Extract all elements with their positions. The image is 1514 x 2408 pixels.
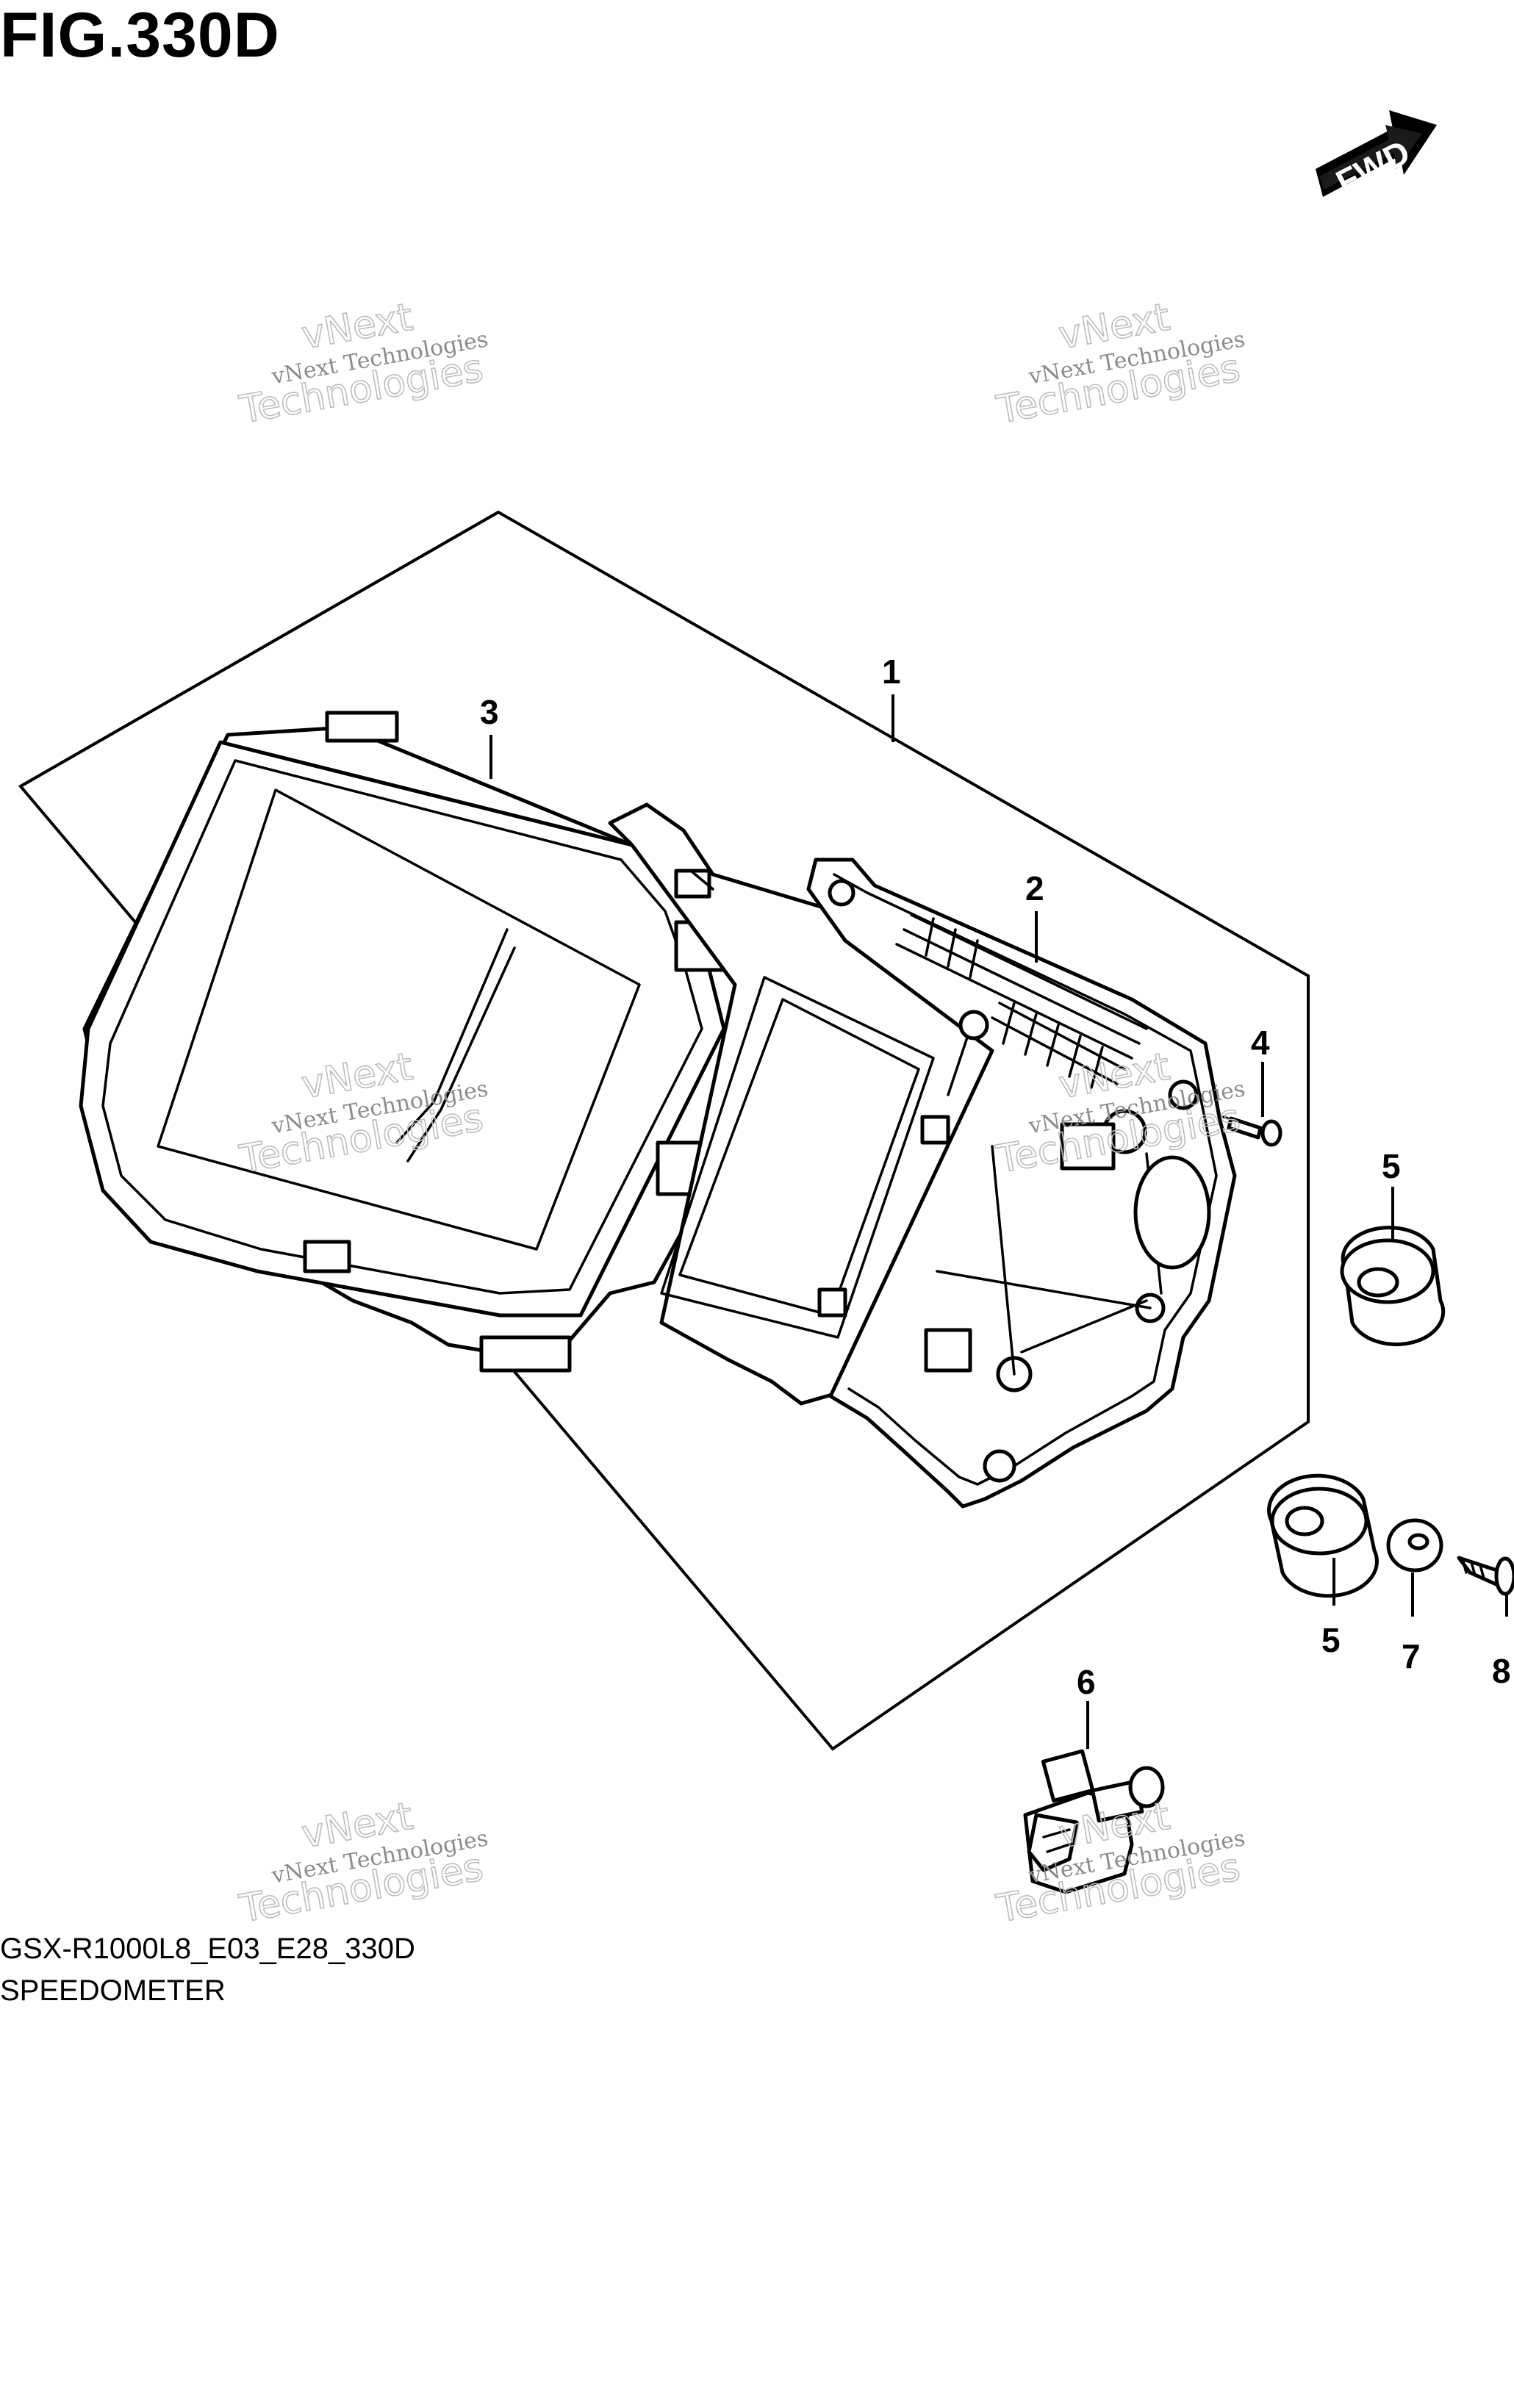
leader-lines [489,694,1508,1749]
callout-8: 8 [1492,1652,1511,1690]
grommet-part-5-upper [1340,1226,1446,1347]
section-name-label: SPEEDOMETER [0,1974,226,2007]
callout-6: 6 [1077,1663,1096,1701]
tapping-screw-part-8 [1457,1556,1514,1596]
watermark-top-right: vNext Technologies vNext Technologies [993,295,1247,433]
callout-3: 3 [480,693,499,731]
screw-part-4 [1222,1115,1282,1147]
model-code-label: GSX-R1000L8_E03_E28_330D [0,1933,415,1965]
watermark-bottom-right: vNext Technologies vNext Technologies [993,1794,1247,1932]
meter-case-part-3 [79,711,759,1373]
callout-2: 2 [1025,869,1044,908]
callout-5-upper: 5 [1382,1147,1401,1185]
fwd-arrow-icon: FWD [1316,110,1437,201]
callout-1: 1 [882,653,901,691]
callout-4: 4 [1251,1024,1270,1062]
callout-7: 7 [1402,1637,1421,1675]
callout-5-lower: 5 [1321,1621,1341,1659]
connector-part-6 [1023,1749,1165,1894]
grommet-part-5-lower [1267,1473,1379,1598]
rear-cover-part-2 [806,858,1237,1509]
watermark-top-left: vNext Technologies vNext Technologies [236,295,490,433]
watermark-bottom-left: vNext Technologies vNext Technologies [236,1794,490,1932]
washer-part-7 [1386,1518,1443,1573]
figure-title: FIG.330D [0,0,280,71]
